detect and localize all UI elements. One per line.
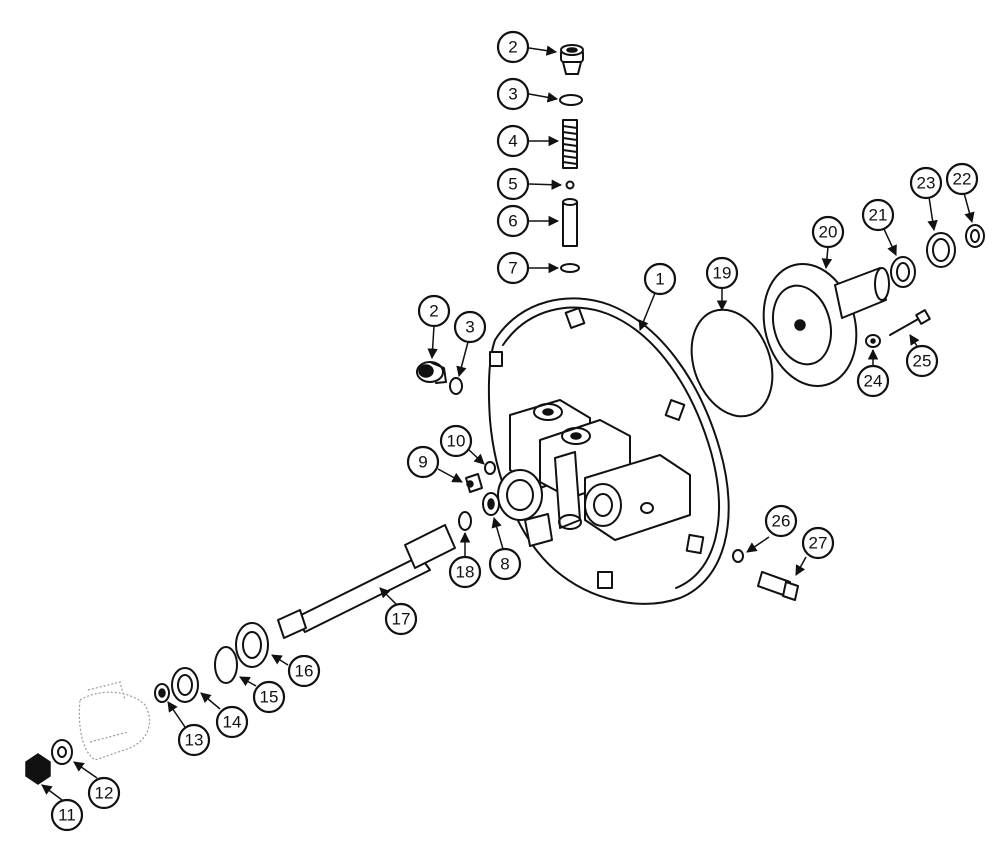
callout-13: 13 bbox=[177, 723, 211, 757]
callout-1: 1 bbox=[643, 262, 677, 296]
bolt-part bbox=[889, 309, 931, 336]
pump-assembly-part bbox=[762, 262, 890, 388]
callout-24-label: 24 bbox=[864, 372, 883, 391]
callout-14-label: 14 bbox=[223, 713, 242, 732]
callout-7-label: 7 bbox=[508, 259, 517, 278]
callout-18-label: 18 bbox=[456, 563, 475, 582]
callout-3-left-label: 3 bbox=[465, 318, 474, 337]
callout-3-top: 3 bbox=[496, 77, 530, 111]
callout-26: 26 bbox=[764, 504, 798, 538]
callout-10: 10 bbox=[439, 424, 473, 458]
callout-5: 5 bbox=[496, 167, 530, 201]
callout-6: 6 bbox=[496, 204, 530, 238]
callout-2-top: 2 bbox=[496, 30, 530, 64]
valve-sleeve-part bbox=[562, 198, 578, 247]
snap-ring-15-part bbox=[214, 646, 238, 684]
callout-11-label: 11 bbox=[58, 806, 76, 825]
plug-top-part bbox=[560, 44, 584, 75]
bearing-cup-part bbox=[926, 232, 956, 268]
callout-4-label: 4 bbox=[508, 132, 517, 151]
ball-bearing-part bbox=[235, 622, 269, 668]
callout-17: 17 bbox=[384, 602, 418, 636]
callout-13-label: 13 bbox=[185, 731, 204, 750]
callout-2-left: 2 bbox=[417, 294, 451, 328]
callout-9: 9 bbox=[406, 445, 440, 479]
callout-25-label: 25 bbox=[913, 352, 932, 371]
fitting-part bbox=[465, 473, 483, 493]
callout-11: 11 bbox=[50, 798, 84, 832]
callout-4: 4 bbox=[496, 124, 530, 158]
callout-21: 21 bbox=[861, 198, 895, 232]
fitting-27-part bbox=[757, 571, 799, 601]
seal-ring-10-part bbox=[484, 461, 496, 475]
callout-9-label: 9 bbox=[418, 453, 427, 472]
bearing-cone-part bbox=[890, 256, 916, 288]
callout-7: 7 bbox=[496, 251, 530, 285]
callout-3-top-label: 3 bbox=[508, 85, 517, 104]
callout-16-label: 16 bbox=[295, 662, 314, 681]
callout-16: 16 bbox=[287, 654, 321, 688]
callout-23-label: 23 bbox=[917, 174, 936, 193]
callout-14: 14 bbox=[215, 705, 249, 739]
o-ring-top-part bbox=[559, 94, 583, 106]
callout-8-label: 8 bbox=[500, 555, 509, 574]
callout-17-label: 17 bbox=[392, 610, 411, 629]
callout-12: 12 bbox=[87, 776, 121, 810]
callout-25: 25 bbox=[905, 344, 939, 378]
spacer-part bbox=[154, 683, 170, 703]
o-ring-lower-part bbox=[560, 263, 580, 273]
callout-6-label: 6 bbox=[508, 212, 517, 231]
input-shaft-part bbox=[277, 524, 456, 639]
callout-21-label: 21 bbox=[869, 206, 888, 225]
callout-15: 15 bbox=[252, 680, 286, 714]
spring-part bbox=[562, 119, 578, 169]
callout-19: 19 bbox=[705, 256, 739, 290]
callout-27-label: 27 bbox=[809, 534, 828, 553]
callout-23: 23 bbox=[909, 166, 943, 200]
callout-12-label: 12 bbox=[95, 784, 114, 803]
nut-part bbox=[25, 753, 51, 785]
bushing-part bbox=[482, 492, 500, 516]
washer-nut-part bbox=[865, 334, 881, 348]
oil-seal-part bbox=[171, 667, 199, 703]
callout-20-label: 20 bbox=[819, 223, 838, 242]
callout-18: 18 bbox=[448, 555, 482, 589]
snap-ring-18-part bbox=[458, 511, 472, 531]
washer-part bbox=[51, 739, 73, 765]
callout-15-label: 15 bbox=[260, 688, 279, 707]
callout-20: 20 bbox=[811, 215, 845, 249]
plug-left-part bbox=[416, 361, 447, 384]
callout-22: 22 bbox=[945, 162, 979, 196]
callout-10-label: 10 bbox=[447, 432, 466, 451]
callout-8: 8 bbox=[488, 547, 522, 581]
seal-22-part bbox=[965, 224, 985, 248]
housing-plate-part bbox=[487, 297, 730, 605]
o-ring-left-part bbox=[449, 377, 463, 395]
large-seal-ring-part bbox=[690, 308, 774, 418]
callout-19-label: 19 bbox=[713, 264, 732, 283]
callout-26-label: 26 bbox=[772, 512, 791, 531]
yoke-ghost-part bbox=[78, 681, 151, 761]
callout-24: 24 bbox=[856, 364, 890, 398]
ball-part bbox=[565, 180, 575, 190]
callout-22-label: 22 bbox=[953, 170, 972, 189]
callout-1-label: 1 bbox=[655, 270, 664, 289]
callout-2-left-label: 2 bbox=[429, 302, 438, 321]
callout-5-label: 5 bbox=[508, 175, 517, 194]
o-ring-26-part bbox=[732, 549, 744, 563]
callout-27: 27 bbox=[801, 526, 835, 560]
callout-3-left: 3 bbox=[453, 310, 487, 344]
callout-2-top-label: 2 bbox=[508, 38, 517, 57]
